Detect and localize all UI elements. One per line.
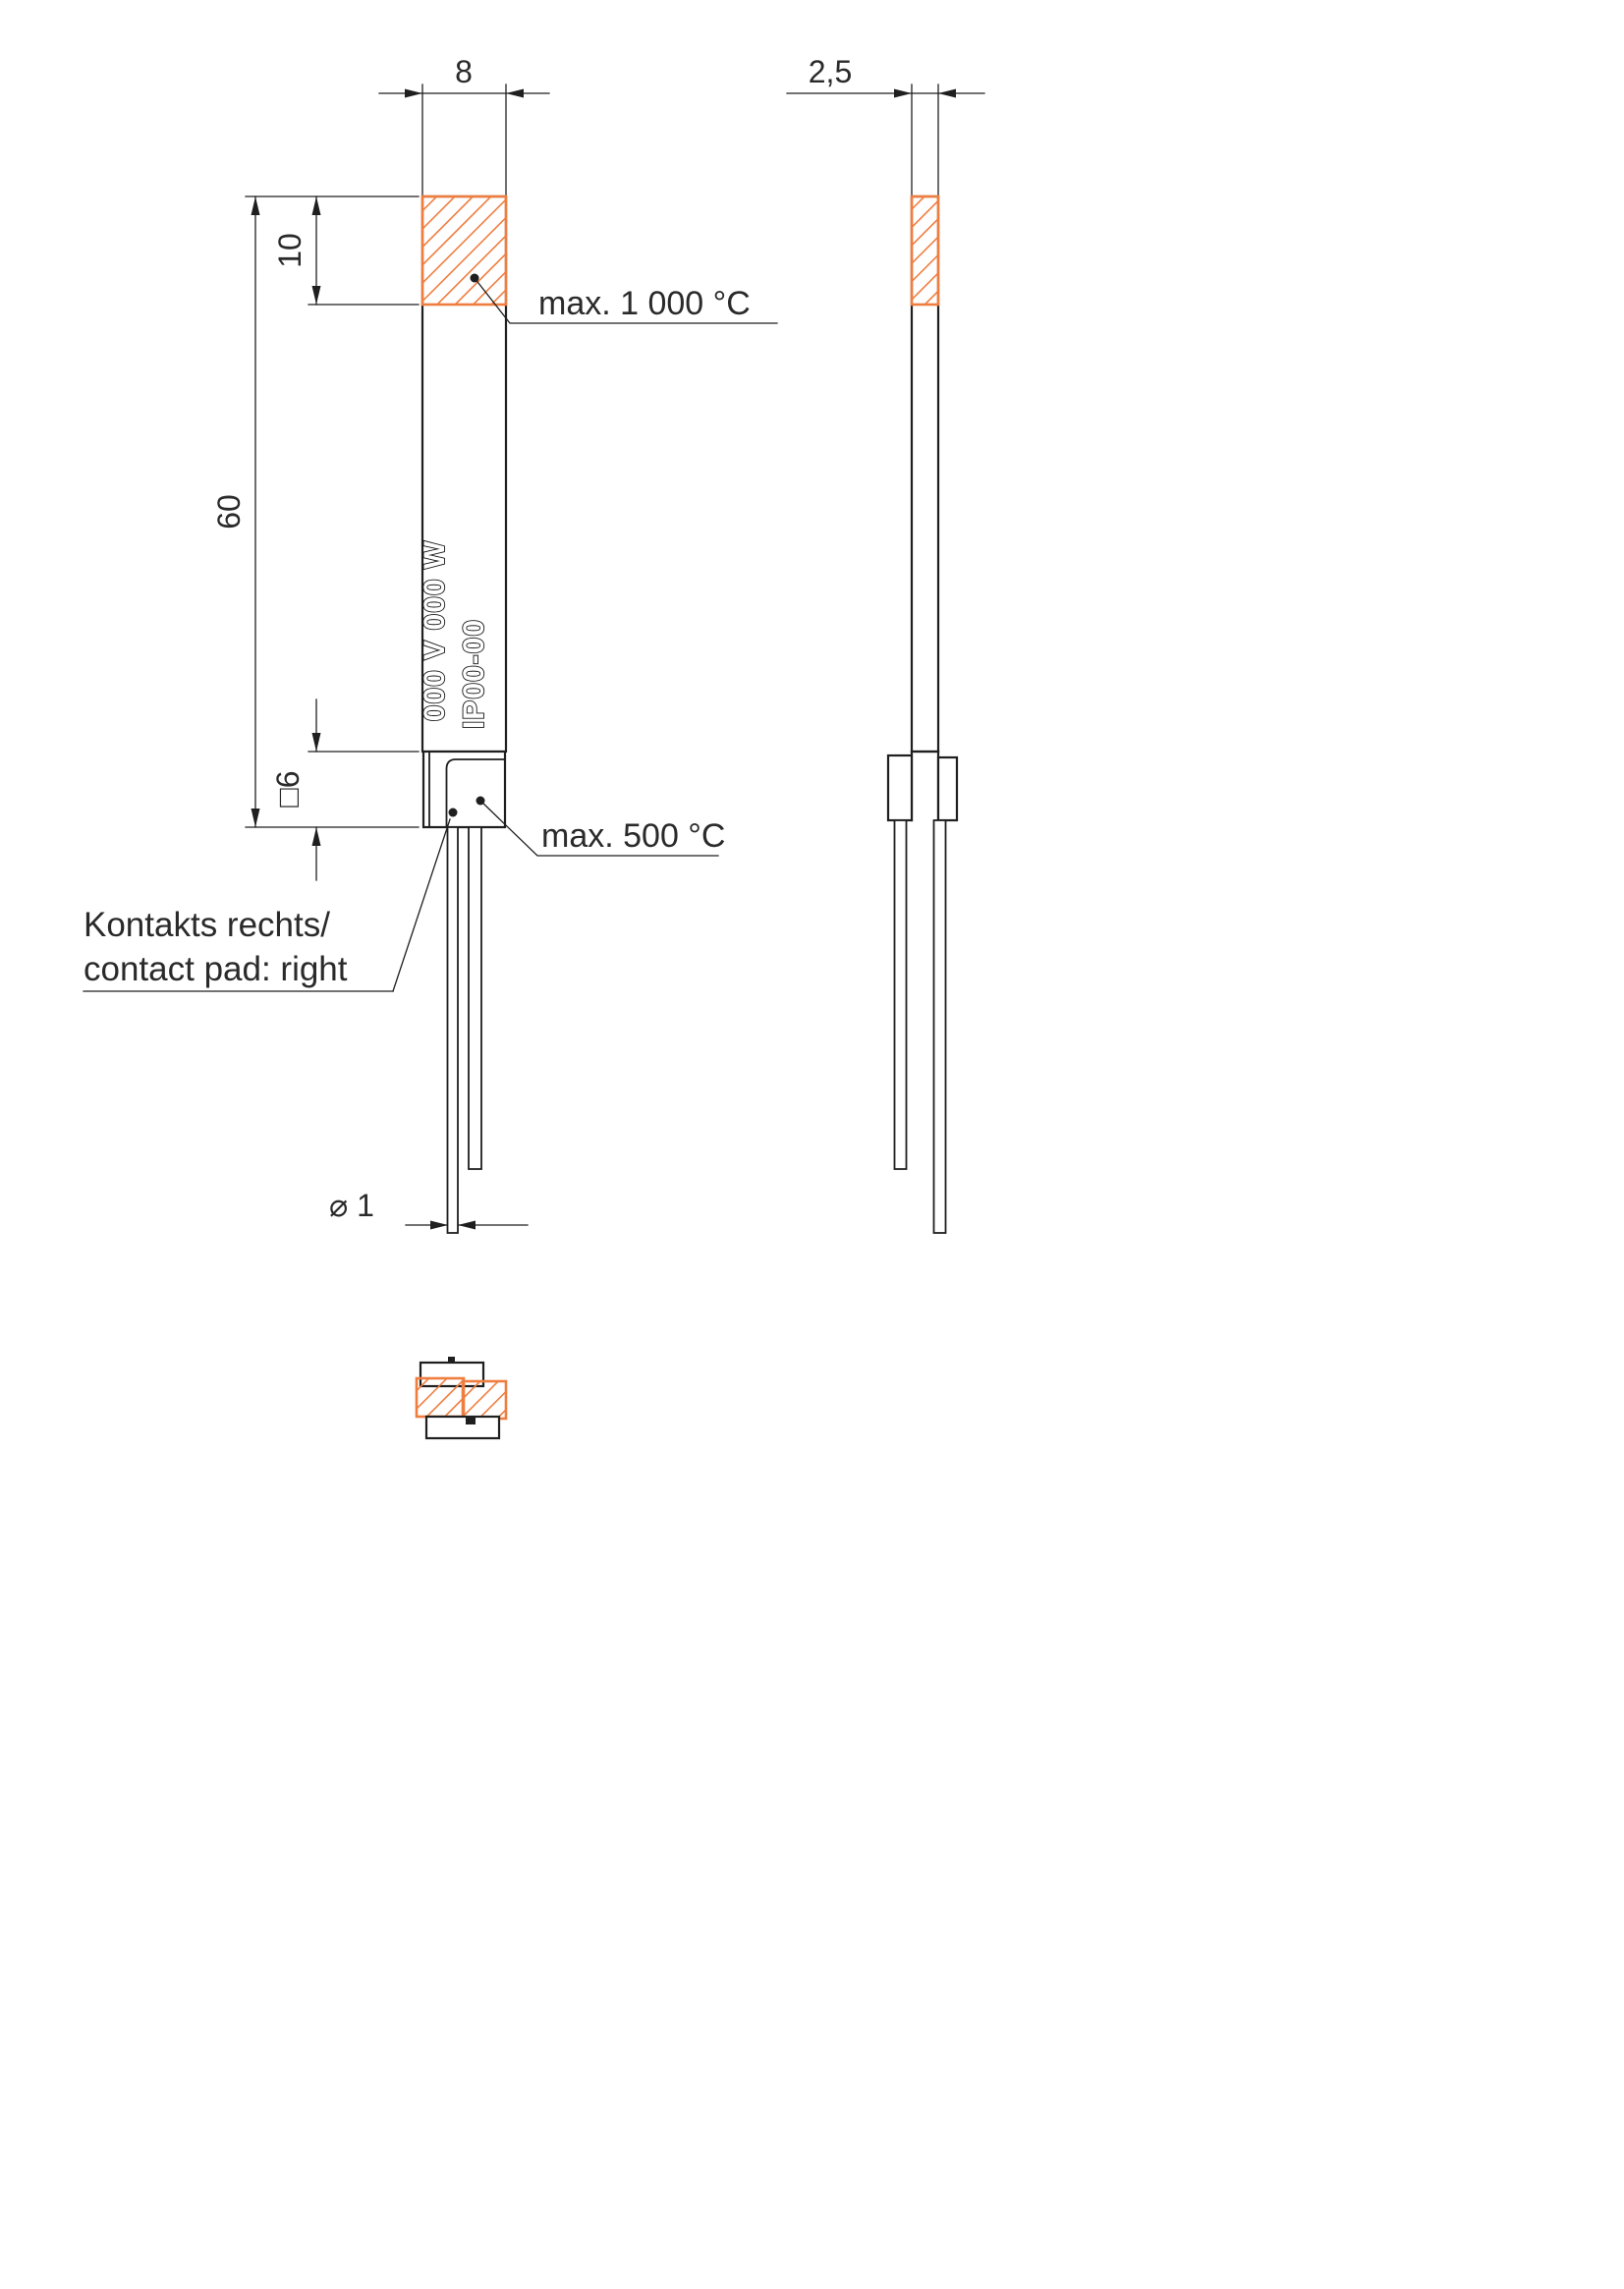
annotation-contact-note: Kontakts rechts/ contact pad: right [83, 818, 451, 992]
dim-hot-zone-value: 10 [272, 233, 308, 268]
front-hot-zone-hatch [420, 195, 508, 307]
dim-front-width-value: 8 [455, 54, 473, 89]
dim-front-width: 8 [378, 54, 550, 195]
arrowhead [506, 88, 524, 98]
marking-line1: 000 V 000 W [419, 540, 451, 721]
dim-contact-square: □6 [270, 698, 420, 881]
arrowhead [430, 1220, 448, 1230]
dim-side-thickness-value: 2,5 [809, 54, 852, 89]
section-bottom-pad [424, 1415, 501, 1440]
arrowhead [311, 196, 321, 215]
side-view [886, 195, 959, 1234]
arrowhead [894, 88, 912, 98]
arrowhead [311, 733, 321, 752]
leader-line [392, 818, 451, 992]
dim-side-thickness: 2,5 [786, 54, 985, 195]
side-contact-pad-left [886, 754, 914, 822]
front-wire-left [446, 826, 459, 1234]
annotation-max-temp-contact: max. 500 °C [479, 800, 725, 857]
dim-body-length-value: 60 [211, 494, 247, 530]
arrowhead [251, 809, 260, 827]
arrowhead [251, 196, 260, 215]
section-ceramic-hatch-left [415, 1376, 466, 1419]
dim-body-length: 60 [211, 195, 420, 828]
annotation-max-temp-top: max. 1 000 °C [474, 277, 778, 324]
arrowhead [458, 1220, 476, 1230]
dim-wire-diameter: ⌀ 1 [329, 1188, 529, 1230]
max-temp-contact-label: max. 500 °C [541, 817, 725, 855]
max-temp-top-label: max. 1 000 °C [538, 285, 751, 322]
dim-contact-square-value: □6 [270, 770, 306, 807]
section-ceramic-hatch-right [461, 1379, 508, 1421]
dim-hot-zone: 10 [272, 195, 420, 306]
section-bottom-contact-bump [466, 1417, 476, 1424]
side-wire-left [893, 819, 908, 1170]
marking-line2: IP00-00 [458, 619, 490, 729]
arrowhead [311, 286, 321, 305]
contact-note-line1: Kontakts rechts/ [84, 906, 330, 944]
contact-note-line2: contact pad: right [84, 950, 348, 988]
section-top-contact-bump [448, 1357, 455, 1364]
front-contact-pad-outline [445, 758, 505, 828]
contact-pad-reference-dot [448, 808, 458, 817]
leader-line [474, 277, 778, 324]
front-contact-block [421, 750, 507, 829]
dim-wire-diameter-value: ⌀ 1 [329, 1188, 374, 1223]
front-wire-right [468, 826, 482, 1170]
side-wire-right [932, 819, 947, 1234]
section-view [415, 1357, 508, 1440]
side-contact-pad-right [936, 755, 959, 822]
side-hot-zone-hatch [910, 195, 940, 307]
front-view: 000 V 000 W IP00-00 [418, 195, 508, 1234]
arrowhead [311, 827, 321, 846]
arrowhead [405, 88, 422, 98]
arrowhead [938, 88, 956, 98]
leader-line [479, 800, 719, 857]
